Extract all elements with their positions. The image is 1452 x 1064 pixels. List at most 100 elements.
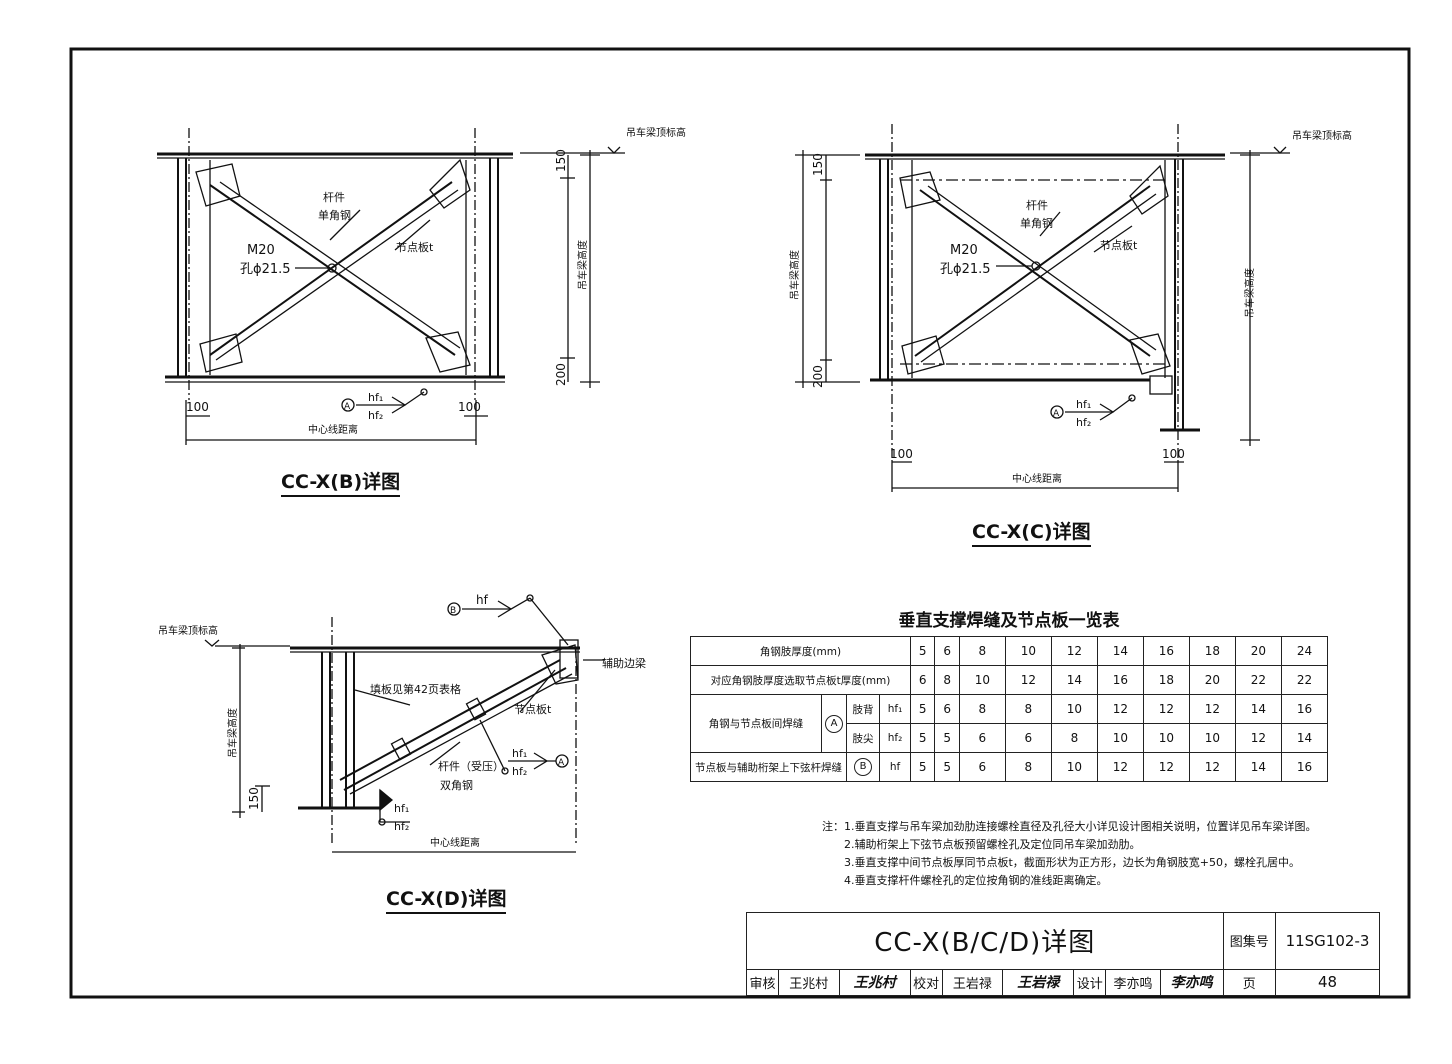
d-weld-b-mark: B — [450, 606, 456, 616]
d-hf2-right: hf₂ — [512, 765, 527, 778]
c-top-elev-label: 吊车梁顶标高 — [1292, 129, 1352, 142]
cell: 20 — [1234, 636, 1282, 666]
c-single-angle-label: 单角钢 — [1020, 217, 1053, 230]
b-right-offset: 100 — [458, 400, 481, 414]
row1-label: 角钢肢厚度(mm) — [690, 636, 911, 666]
cell: 12 — [1142, 752, 1190, 782]
detail-b-drawing — [157, 128, 625, 445]
cell: 6 — [1004, 723, 1052, 753]
b-dim-bot: 200 — [554, 363, 568, 386]
cell: 6 — [934, 636, 960, 666]
cell: 16 — [1142, 636, 1190, 666]
b-gusset-label: 节点板t — [396, 240, 434, 254]
detail-c-drawing — [795, 124, 1290, 492]
b-hole-label: 孔ϕ21.5 — [240, 262, 291, 277]
cell: 12 — [1096, 694, 1144, 724]
note-3: 3.垂直支撑中间节点板厚同节点板t，截面形状为正方形，边长为角钢肢宽+50，螺栓… — [844, 856, 1301, 869]
weld-table-title: 垂直支撑焊缝及节点板一览表 — [898, 611, 1120, 631]
d-beam-height-label: 吊车梁高度 — [226, 708, 239, 758]
b-hf2: hf₂ — [368, 409, 383, 422]
weld-mark-a: A — [825, 714, 843, 733]
b-weld-mark: A — [344, 402, 351, 412]
cell: 12 — [1142, 694, 1190, 724]
c-left-offset: 100 — [890, 447, 913, 461]
row3-label: 角钢与节点板间焊缝 — [690, 694, 822, 753]
cell: 10 — [1050, 752, 1098, 782]
cell: 8 — [934, 665, 960, 695]
cell: 14 — [1234, 752, 1282, 782]
cell: 5 — [934, 752, 960, 782]
review-signature: 王兆村 — [838, 968, 911, 997]
atlas-number: 11SG102-3 — [1275, 912, 1380, 970]
c-bolt-label: M20 — [950, 243, 978, 258]
cell: 5 — [909, 723, 936, 753]
cell: 10 — [1096, 723, 1144, 753]
cell: 12 — [1234, 723, 1282, 753]
c-beam-height-right: 吊车梁高度 — [1243, 268, 1256, 318]
b-left-offset: 100 — [186, 400, 209, 414]
detail-d-drawing — [204, 594, 605, 853]
row3-mark-cell: A — [821, 694, 847, 753]
cell: 8 — [958, 694, 1006, 724]
table-row: 角钢肢厚度(mm) 5 6 8 10 12 14 16 18 20 24 — [690, 636, 1329, 666]
row2-label: 对应角钢肢厚度选取节点板t厚度(mm) — [690, 665, 911, 695]
b-single-angle-label: 单角钢 — [318, 209, 351, 222]
title-block-row-bottom: 审核 王兆村 王兆村 校对 王岩禄 王岩禄 设计 李亦鸣 李亦鸣 页 48 — [746, 968, 1380, 997]
row4-sym: hf — [879, 752, 911, 782]
cell: 12 — [1188, 752, 1236, 782]
d-top-elev-label: 吊车梁顶标高 — [158, 624, 218, 637]
row4-mark-cell: B — [846, 752, 880, 782]
design-name: 李亦鸣 — [1105, 968, 1161, 997]
cell: 6 — [958, 723, 1006, 753]
c-right-offset: 100 — [1162, 447, 1185, 461]
c-center-dist: 中心线距离 — [1012, 472, 1062, 485]
c-beam-height-left: 吊车梁高度 — [788, 250, 801, 300]
review-label: 审核 — [746, 968, 779, 997]
c-gusset-label: 节点板t — [1100, 238, 1138, 252]
b-hf1: hf₁ — [368, 391, 383, 404]
weld-mark-b: B — [854, 758, 872, 776]
row4-label: 节点板与辅助桁架上下弦杆焊缝 — [690, 752, 847, 782]
cell: 5 — [909, 694, 936, 724]
d-member-label: 杆件（受压） — [438, 759, 504, 773]
d-weld-hf: hf — [476, 593, 489, 607]
sheet-border — [69, 47, 1411, 999]
cell: 8 — [1004, 694, 1052, 724]
d-dim-150: 150 — [247, 787, 261, 810]
title-block: CC-X(B/C/D)详图 图集号 11SG102-3 审核 王兆村 王兆村 校… — [746, 912, 1380, 997]
b-top-elev-label: 吊车梁顶标高 — [626, 126, 686, 139]
cell: 10 — [1188, 723, 1236, 753]
d-hf2-left: hf₂ — [394, 820, 409, 833]
b-bolt-label: M20 — [247, 243, 275, 258]
c-hole-label: 孔ϕ21.5 — [940, 262, 991, 277]
cell: 5 — [934, 723, 960, 753]
cell: 18 — [1142, 665, 1190, 695]
check-name: 王岩禄 — [941, 968, 1004, 997]
d-aux-beam-label: 辅助边梁 — [602, 656, 646, 670]
row3a-sym: hf₁ — [879, 694, 911, 724]
b-member-label: 杆件 — [323, 190, 345, 204]
table-row: 肢尖 hf₂ 5 5 6 6 8 10 10 10 12 14 — [691, 723, 1329, 753]
cell: 22 — [1234, 665, 1282, 695]
cell: 5 — [909, 752, 936, 782]
cell: 6 — [909, 665, 936, 695]
atlas-label: 图集号 — [1222, 912, 1277, 970]
cell: 6 — [934, 694, 960, 724]
cell: 18 — [1188, 636, 1236, 666]
note-4: 4.垂直支撑杆件螺栓孔的定位按角钢的准线距离确定。 — [844, 874, 1108, 887]
check-signature: 王岩禄 — [1002, 968, 1075, 997]
cell: 14 — [1096, 636, 1144, 666]
d-weld-a-mark: A — [558, 758, 565, 768]
cell: 24 — [1280, 636, 1329, 666]
weld-table: 角钢肢厚度(mm) 5 6 8 10 12 14 16 18 20 24 对应角… — [690, 636, 1329, 782]
note-1: 注：1.垂直支撑与吊车梁加劲肋连接螺栓直径及孔径大小详见设计图相关说明，位置详见… — [822, 820, 1317, 833]
d-double-angle-label: 双角钢 — [440, 779, 473, 792]
cell: 16 — [1096, 665, 1144, 695]
d-hf1-left: hf₁ — [394, 802, 409, 815]
cell: 10 — [1050, 694, 1098, 724]
title-block-row-top: CC-X(B/C/D)详图 图集号 11SG102-3 — [746, 912, 1380, 970]
caption-detail-c: CC-X(C)详图 — [972, 517, 1091, 547]
cell: 12 — [1188, 694, 1236, 724]
